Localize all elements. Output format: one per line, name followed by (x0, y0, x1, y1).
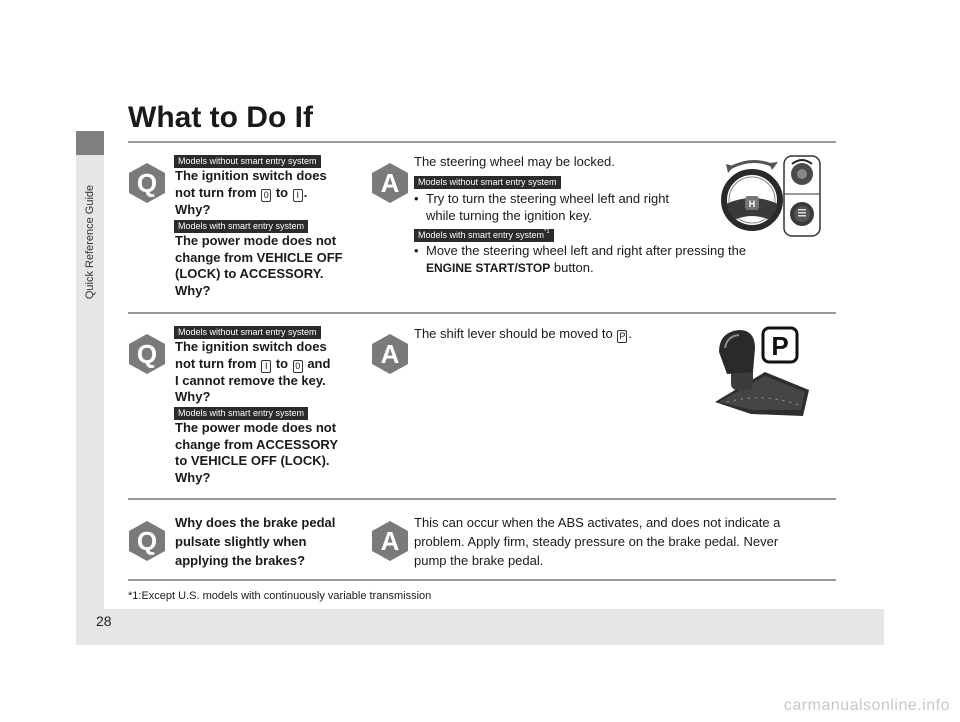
question-icon: Q (126, 520, 168, 562)
question-text: The ignition switch does not turn from 0… (175, 168, 327, 217)
question-icon: Q (126, 333, 168, 375)
sidebar-tab-marker (76, 131, 104, 155)
question-text: Why does the brake pedal pulsate slightl… (175, 515, 336, 568)
divider (128, 579, 836, 581)
bullet-icon: • (414, 191, 419, 206)
svg-text:H: H (749, 199, 756, 209)
question-text: The ignition switch does not turn from I… (175, 339, 331, 404)
key-symbol: I (292, 188, 303, 202)
answer-icon: A (369, 333, 411, 375)
question-text: The power mode does not change from VEHI… (175, 233, 343, 298)
model-tag: Models with smart entry system*1 (414, 229, 554, 242)
divider (128, 141, 836, 143)
page-number: 28 (96, 613, 112, 629)
model-tag: Models without smart entry system (414, 176, 561, 189)
model-tag: Models with smart entry system (174, 220, 309, 233)
svg-text:Q: Q (137, 339, 157, 369)
model-tag: Models without smart entry system (174, 155, 321, 168)
svg-text:A: A (381, 168, 400, 198)
divider (128, 312, 836, 314)
question-icon: Q (126, 162, 168, 204)
answer-bullet: Try to turn the steering wheel left and … (426, 191, 670, 223)
svg-text:A: A (381, 339, 400, 369)
footnote: *1:Except U.S. models with continuously … (128, 590, 432, 602)
question-text: The power mode does not change from ACCE… (175, 420, 339, 485)
divider (128, 498, 836, 500)
key-symbol: P (617, 330, 628, 343)
page-title: What to Do If (128, 101, 313, 134)
bullet-icon: • (414, 243, 419, 258)
shift-label: P (771, 331, 788, 361)
svg-text:Q: Q (137, 526, 157, 556)
answer-bullet: Move the steering wheel left and right a… (426, 243, 747, 275)
key-symbol: 0 (261, 188, 272, 202)
watermark: carmanualsonline.info (783, 697, 950, 714)
answer-icon: A (369, 520, 411, 562)
sidebar-band (76, 131, 104, 609)
key-symbol: I (261, 359, 272, 373)
sidebar-label: Quick Reference Guide (84, 184, 96, 300)
svg-text:A: A (381, 526, 400, 556)
key-symbol: 0 (292, 359, 303, 373)
footer-band (76, 609, 884, 645)
answer-text: The shift lever should be moved to P. (414, 326, 632, 343)
svg-text:Q: Q (137, 168, 157, 198)
model-tag: Models with smart entry system (174, 407, 309, 420)
steering-wheel-illustration: H (721, 155, 821, 237)
model-tag: Models without smart entry system (174, 326, 321, 339)
answer-icon: A (369, 162, 411, 204)
answer-text: This can occur when the ABS activates, a… (414, 515, 781, 568)
answer-text: The steering wheel may be locked. (414, 154, 615, 169)
shift-lever-illustration: P (715, 326, 809, 416)
